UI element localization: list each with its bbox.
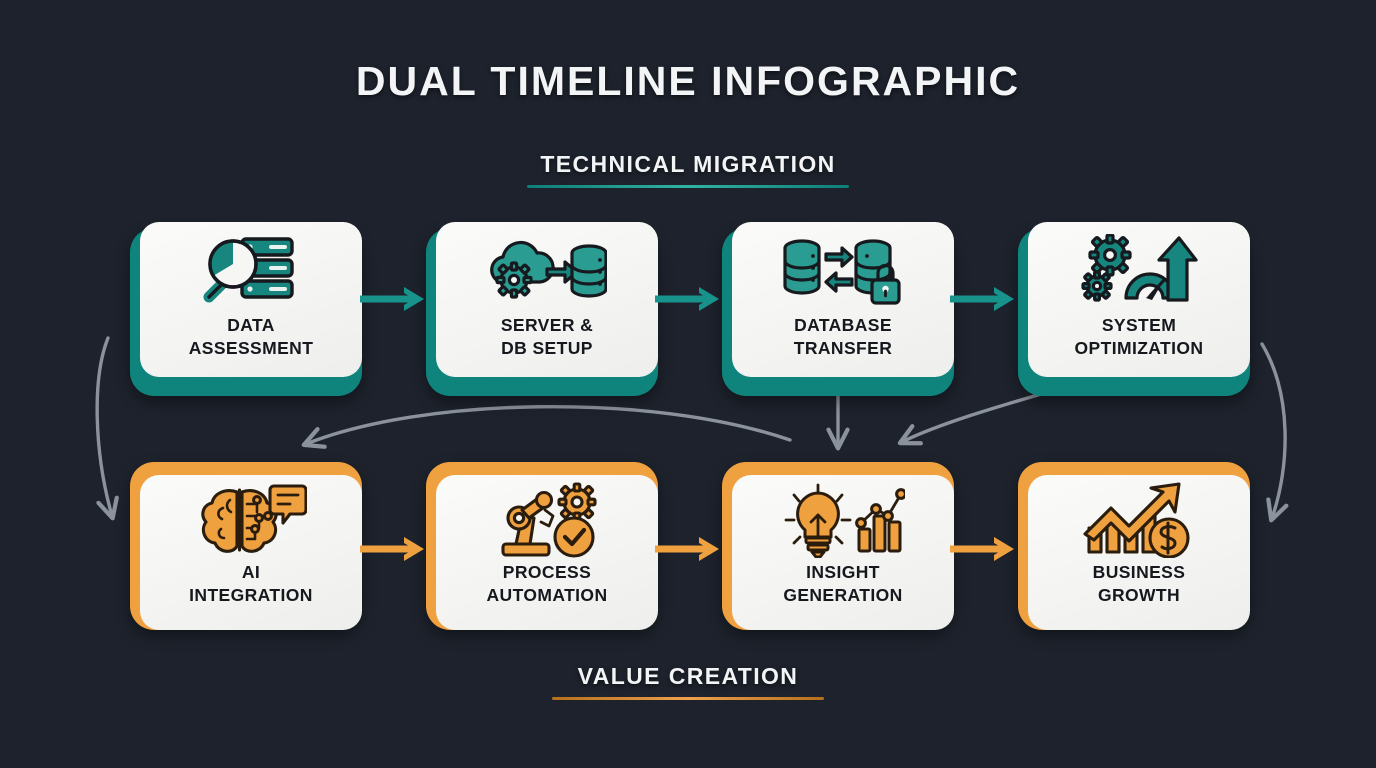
step-card-ai-integration[interactable]: AI INTEGRATION — [130, 462, 362, 630]
card-label: INSIGHT GENERATION — [783, 562, 903, 606]
card-label: DATABASE TRANSFER — [793, 315, 893, 359]
card-label: SYSTEM OPTIMIZATION — [1074, 315, 1204, 359]
band-heading-value-label: VALUE CREATION — [577, 663, 799, 689]
connector-optimization-to-growth — [1260, 342, 1285, 518]
card-panel: DATA ASSESSMENT — [140, 222, 362, 377]
magnifier-server-icon — [197, 228, 305, 314]
card-label: AI INTEGRATION — [189, 562, 313, 606]
step-card-business-growth[interactable]: BUSINESS GROWTH — [1018, 462, 1250, 630]
brain-circuit-chat-icon — [195, 477, 307, 563]
band-heading-value-underline — [552, 697, 824, 700]
growth-arrow-coin-icon — [1081, 477, 1197, 563]
step-card-system-optimization[interactable]: SYSTEM OPTIMIZATION — [1018, 222, 1250, 396]
band-heading-value: VALUE CREATION — [0, 663, 1376, 700]
cloud-gear-database-icon — [487, 228, 607, 314]
card-panel: SYSTEM OPTIMIZATION — [1028, 222, 1250, 377]
lightbulb-bar-chart-icon — [781, 477, 905, 563]
card-label: SERVER & DB SETUP — [500, 315, 594, 359]
band-heading-technical-label: TECHNICAL MIGRATION — [540, 151, 836, 177]
card-panel: INSIGHT GENERATION — [732, 475, 954, 630]
card-label: DATA ASSESSMENT — [188, 315, 314, 359]
card-label: BUSINESS GROWTH — [1092, 562, 1186, 606]
connector-optimization-to-insight — [902, 390, 1050, 442]
band-heading-technical-underline — [527, 185, 849, 188]
card-panel: AI INTEGRATION — [140, 475, 362, 630]
band-heading-technical: TECHNICAL MIGRATION — [0, 151, 1376, 188]
step-card-insight-generation[interactable]: INSIGHT GENERATION — [722, 462, 954, 630]
step-card-data-assessment[interactable]: DATA ASSESSMENT — [130, 222, 362, 396]
card-panel: PROCESS AUTOMATION — [436, 475, 658, 630]
card-panel: DATABASE TRANSFER — [732, 222, 954, 377]
database-sync-lock-icon — [779, 228, 907, 314]
gears-gauge-arrow-icon — [1080, 228, 1198, 314]
robot-arm-gear-check-icon — [489, 477, 605, 563]
card-label: PROCESS AUTOMATION — [486, 562, 608, 606]
page-title: DUAL TIMELINE INFOGRAPHIC — [355, 58, 1021, 104]
step-card-process-automation[interactable]: PROCESS AUTOMATION — [426, 462, 658, 630]
step-card-database-transfer[interactable]: DATABASE TRANSFER — [722, 222, 954, 396]
card-panel: BUSINESS GROWTH — [1028, 475, 1250, 630]
connector-assessment-to-ai — [95, 336, 112, 516]
connector-arc-to-lower-left — [306, 404, 792, 444]
step-card-server-db-setup[interactable]: SERVER & DB SETUP — [426, 222, 658, 396]
card-panel: SERVER & DB SETUP — [436, 222, 658, 377]
